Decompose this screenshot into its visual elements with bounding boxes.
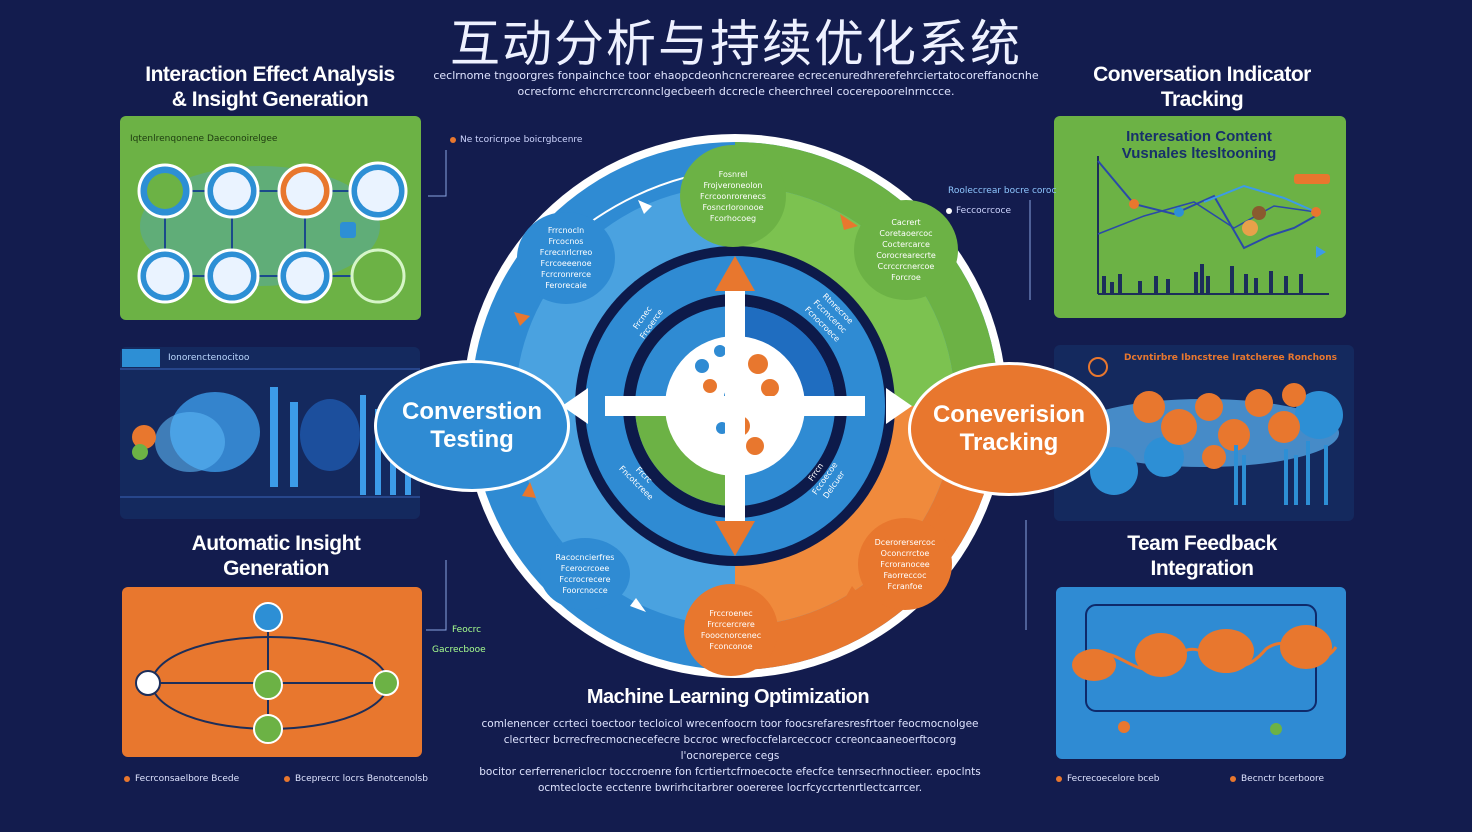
stage-bottom[interactable]: Frccroenec Frcrcercrere Fooocnorcenec Fc… xyxy=(684,584,778,676)
stage-bottom-left[interactable]: Racocncierfres Fcerocrcoee Fccrocrecere … xyxy=(540,538,630,610)
footer-legend-item: Becnctr bcerboore xyxy=(1230,774,1324,784)
annotation-left-mid: Feocrc xyxy=(452,625,482,635)
legend-dot xyxy=(284,776,290,782)
heading-ml-optimization: Machine Learning Optimization xyxy=(586,686,870,708)
panel-interaction-analysis: Iqtenlrenqonene Daeconoirelgee xyxy=(120,116,421,320)
stage-label: Cacrert Coretaoercoc Coctercarce Corocre… xyxy=(876,218,936,282)
description-line: ocmteclocte ecctenre bwrirhcitarbrer ooe… xyxy=(537,782,923,794)
annotation-right-top-2: Feccocrcoce xyxy=(956,206,1012,216)
node-conversion-testing[interactable]: Converstion Testing xyxy=(374,360,570,492)
annotation-left-mid-2: Gacrecbooe xyxy=(432,645,486,655)
legend-text: Becnctr bcerboore xyxy=(1241,774,1325,784)
description-line: clecrtecr bcrrecfrecmocnecefecre bccroc … xyxy=(503,734,957,762)
heading-team-feedback: Team Feedback Integration xyxy=(1127,532,1277,580)
subtitle: ceclrnome tngoorgres fonpainchce toor eh… xyxy=(400,68,1072,100)
panel-feedback-flow xyxy=(1056,587,1346,759)
subtitle-line: ocrecfornc ehcrcrrcrconnclgecbeerh dccre… xyxy=(517,85,955,98)
annotation-left-top: Ne tcoricrpoe boicrgbcenre xyxy=(460,135,583,145)
annotation-right-top: Rooleccrear bocre coroc xyxy=(948,186,1057,196)
panel-caption: Dcvntirbre Ibncstree Iratcheree Ronchons xyxy=(1124,353,1337,363)
network-graphic xyxy=(137,161,408,304)
legend-text: Bceprecrc locrs Benotcenolsb xyxy=(295,774,428,784)
ml-description: comlenencer ccrteci toectoor tecloicol w… xyxy=(470,716,990,796)
subtitle-line: ceclrnome tngoorgres fonpainchce toor eh… xyxy=(433,69,1039,82)
flow-graphic xyxy=(135,602,399,744)
panel-insight-flow xyxy=(122,587,422,757)
footer-legend-item: Bceprecrc locrs Benotcenolsb xyxy=(284,774,428,784)
legend-dot xyxy=(124,776,130,782)
footer-legend-item: Fecrconsaelbore Bcede xyxy=(124,774,239,784)
bubble-graphic xyxy=(1069,357,1343,505)
node-conversion-tracking[interactable]: Coneverision Tracking xyxy=(908,362,1110,496)
panel-caption: Ionorenctenocitoo xyxy=(168,353,250,363)
description-line: comlenencer ccrteci toectoor tecloicol w… xyxy=(481,718,979,730)
stage-label: Racocncierfres Fcerocrcoee Fccrocrecere … xyxy=(555,553,615,595)
panel-heatmap: Ionorenctenocitoo xyxy=(120,347,420,519)
chart-title: Interesation Content Vusnales ltesltooni… xyxy=(1121,128,1277,162)
panel-indicator-chart: Interesation Content Vusnales ltesltooni… xyxy=(1054,116,1346,318)
footer-legend-item: Fecrecoecelore bceb xyxy=(1056,774,1160,784)
legend-text: Fecrconsaelbore Bcede xyxy=(135,774,240,784)
line-chart-graphic xyxy=(1097,156,1330,295)
description-line: bocitor cerferrenericlocr tocccroenre fo… xyxy=(479,766,981,778)
panel-bubbles: Dcvntirbre Ibncstree Iratcheree Ronchons xyxy=(1054,345,1354,521)
heading-conversation-indicator: Conversation Indicator Tracking xyxy=(1093,63,1311,111)
stage-bottom-right[interactable]: Dcerorersercoc Oconcrrctoe Fcroranocee F… xyxy=(858,518,952,610)
heading-interaction-analysis: Interaction Effect Analysis & Insight Ge… xyxy=(145,63,395,111)
legend-dot xyxy=(1056,776,1062,782)
stage-label: Frrcnocln Frcocnos Fcrecnrlcrreo Fcrcoee… xyxy=(539,226,593,290)
feedback-graphic xyxy=(1072,604,1338,735)
legend-text: Fecrecoecelore bceb xyxy=(1067,774,1160,784)
stage-label: Frccroenec Frcrcercrere Fooocnorcenec Fc… xyxy=(700,609,762,651)
panel-tag xyxy=(122,349,160,367)
stage-label: Fosnrel Frojveroneolon Fcrcoonrorenecs F… xyxy=(700,169,766,223)
stage-label: Dcerorersercoc Oconcrrctoe Fcroranocee F… xyxy=(874,537,936,591)
legend-dot xyxy=(1230,776,1236,782)
heading-automatic-insight: Automatic Insight Generation xyxy=(191,532,361,580)
stage-top[interactable]: Fosnrel Frojveroneolon Fcrcoonrorenecs F… xyxy=(680,145,786,247)
panel-caption: Iqtenlrenqonene Daeconoirelgee xyxy=(130,134,278,144)
stage-top-left[interactable]: Frrcnocln Frcocnos Fcrecnrlcrreo Fcrcoee… xyxy=(517,212,615,304)
page-title: 互动分析与持续优化系统 xyxy=(450,15,1022,73)
stage-top-right[interactable]: Cacrert Coretaoercoc Coctercarce Corocre… xyxy=(854,200,958,300)
